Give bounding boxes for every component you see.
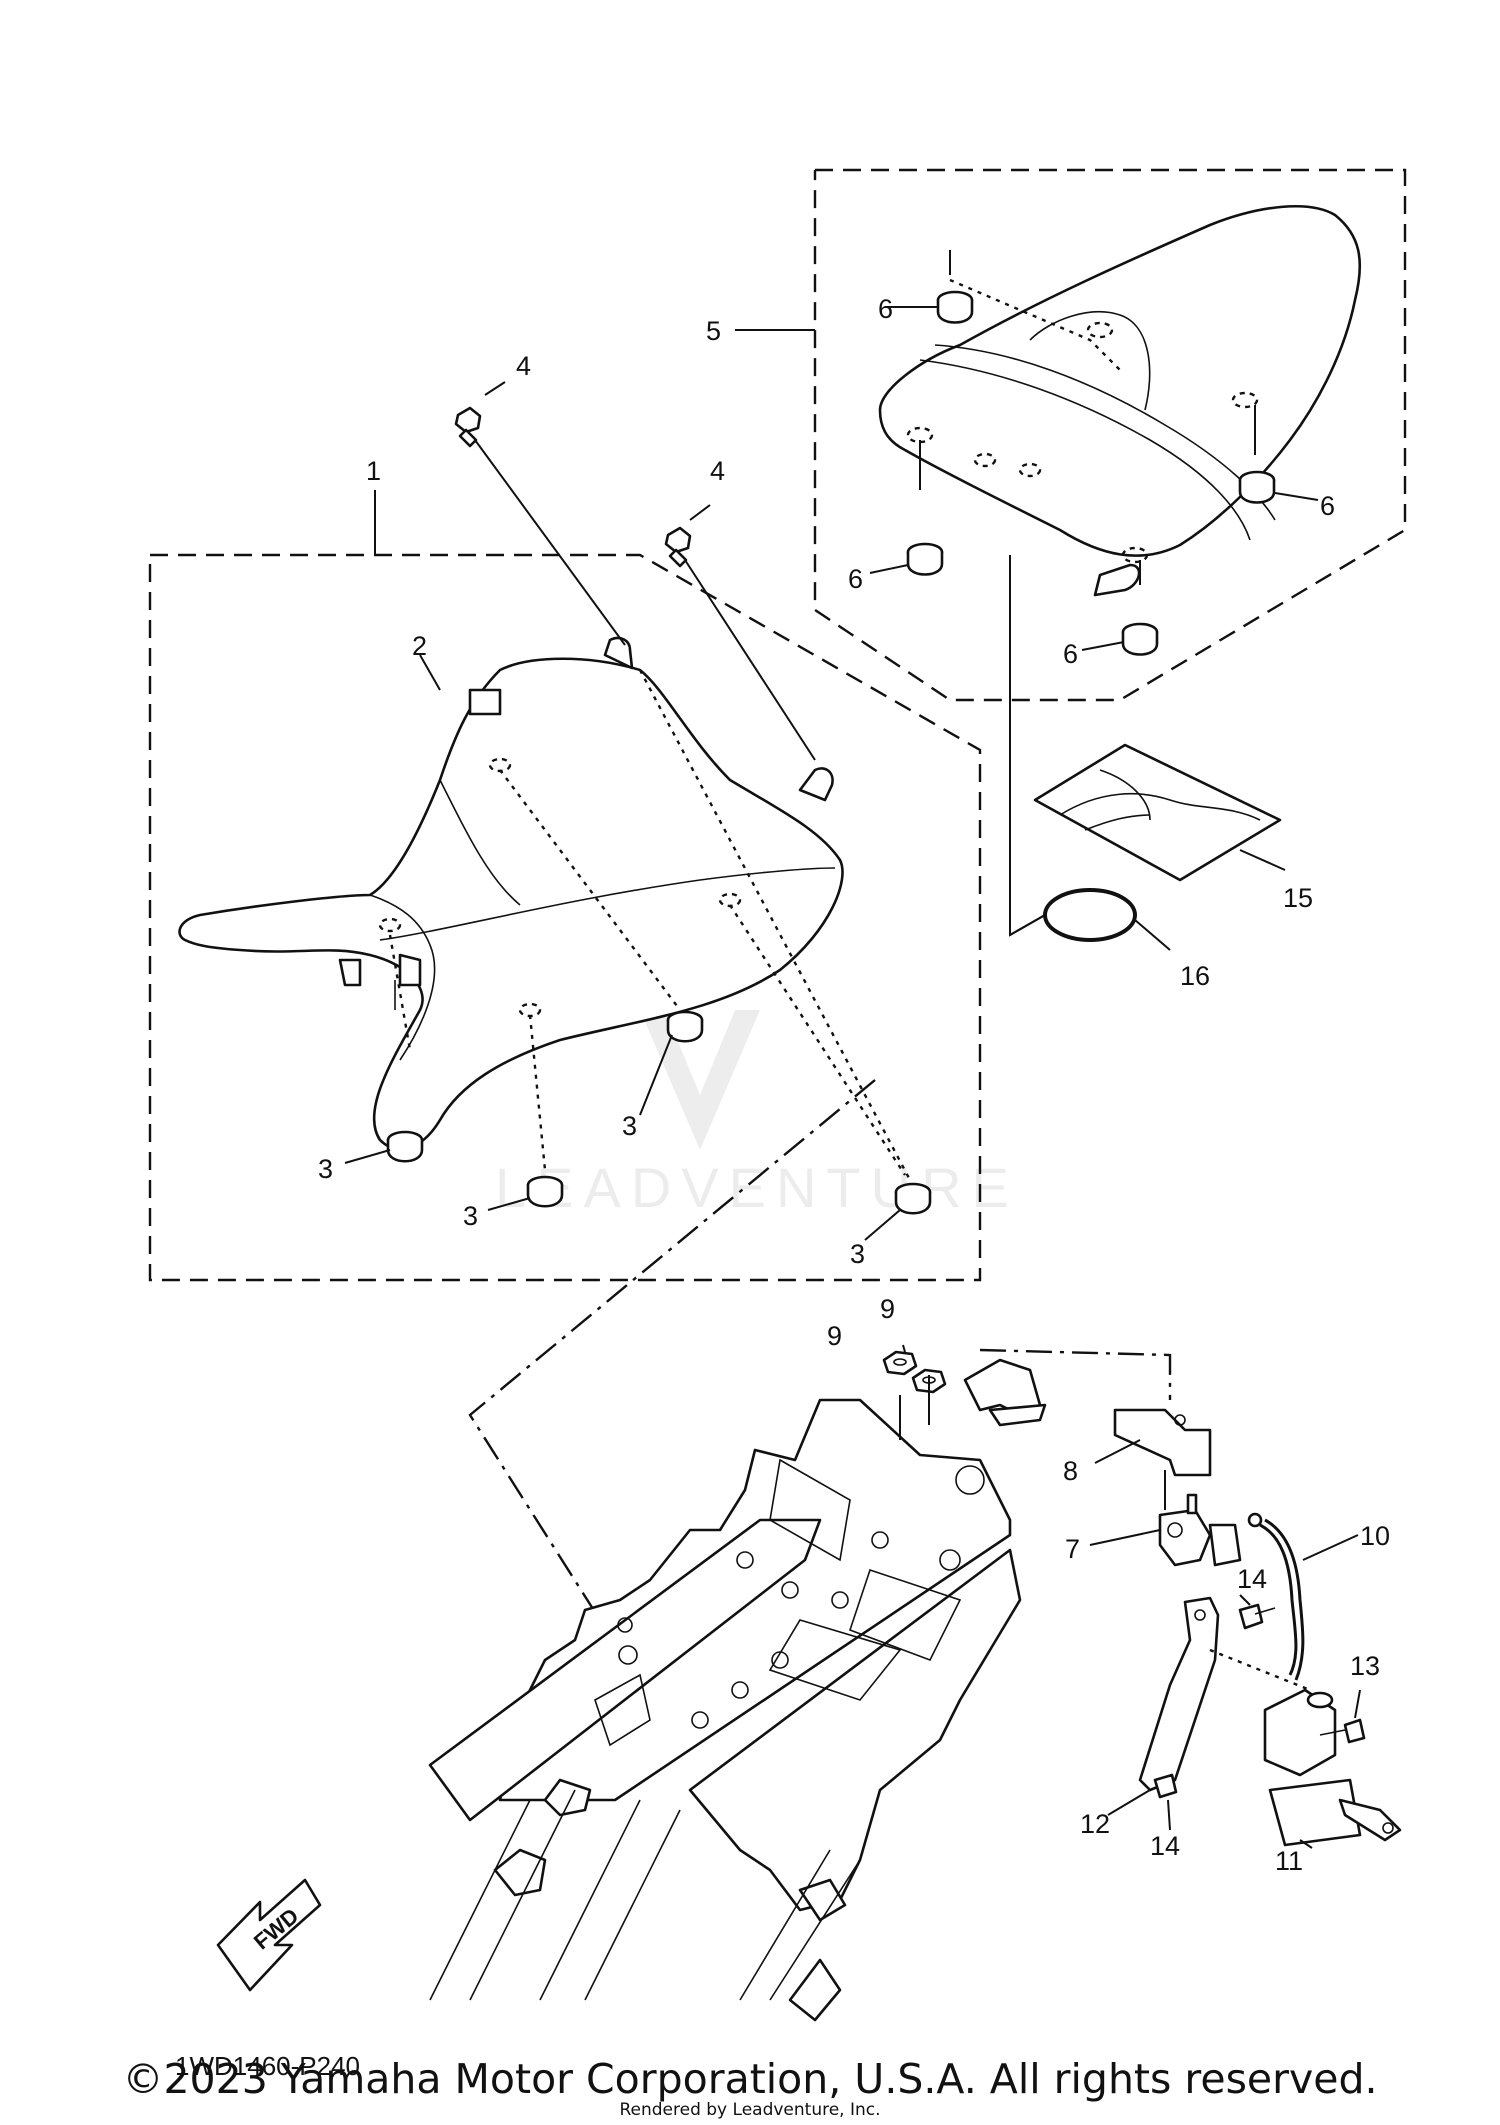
callout-6-d: 6 [1063, 639, 1078, 669]
damper-6-a [936, 290, 974, 324]
damper-3-a [386, 1130, 424, 1163]
watermark-text: LEADVENTURE [495, 1156, 1019, 1219]
callout-14-a: 14 [1237, 1564, 1267, 1594]
nut-9-a [882, 1350, 918, 1376]
damper-3-c [666, 1010, 704, 1043]
callout-3-a: 3 [318, 1154, 333, 1184]
callout-3-d: 3 [850, 1239, 865, 1269]
callout-12: 12 [1080, 1809, 1110, 1839]
callout-10: 10 [1360, 1521, 1390, 1551]
damper-6-d [1121, 622, 1159, 656]
callout-4-b: 4 [710, 456, 725, 486]
callout-15: 15 [1283, 883, 1313, 913]
diagram-code: 1WD1460-P240 [175, 2051, 360, 2081]
callout-11: 11 [1275, 1846, 1303, 1876]
damper-3-b [526, 1175, 564, 1208]
damper-6-c [906, 542, 944, 576]
callout-9-b: 9 [880, 1294, 895, 1324]
callout-6-b: 6 [1320, 491, 1335, 521]
bolt-13 [1319, 1718, 1366, 1744]
rendered-by-credit: Rendered by Leadventure, Inc. [619, 2100, 881, 2120]
fwd-arrow-icon: FWD [216, 1878, 322, 1992]
bracket-8 [1113, 1408, 1212, 1477]
callout-6-c: 6 [848, 564, 863, 594]
callout-6-a: 6 [878, 294, 893, 324]
callout-16: 16 [1180, 961, 1210, 991]
damper-6-b [1238, 470, 1276, 504]
callout-1: 1 [366, 456, 381, 486]
rider-seat [178, 636, 844, 1151]
callout-7: 7 [1065, 1534, 1080, 1564]
callout-8: 8 [1063, 1456, 1078, 1486]
rear-frame [428, 1358, 1047, 2022]
seat-5-group-outline [813, 168, 1407, 702]
callout-9-a: 9 [827, 1321, 842, 1351]
band-16 [1043, 888, 1137, 942]
bolt-4-left [454, 406, 482, 448]
seat-lock-7 [1158, 1493, 1242, 1567]
callout-13: 13 [1350, 1651, 1380, 1681]
screw-14-lower [1153, 1773, 1178, 1799]
callout-3-c: 3 [622, 1111, 637, 1141]
passenger-seat [878, 205, 1362, 597]
strap-15 [1033, 743, 1282, 882]
lever-12 [1138, 1596, 1220, 1792]
callout-2: 2 [412, 631, 427, 661]
screw-14-upper [1238, 1603, 1276, 1630]
copyright-notice: ©2023 Yamaha Motor Corporation, U.S.A. A… [122, 2055, 1378, 2103]
callout-4-a: 4 [516, 351, 531, 381]
callout-5: 5 [706, 316, 721, 346]
seat-lock-cable-10 [1247, 1512, 1305, 1681]
lock-cylinder-11 [1263, 1688, 1402, 1847]
callout-14-b: 14 [1150, 1831, 1180, 1861]
callout-3-b: 3 [463, 1201, 478, 1231]
bolt-4-right [664, 526, 692, 568]
damper-3-d [894, 1182, 932, 1215]
